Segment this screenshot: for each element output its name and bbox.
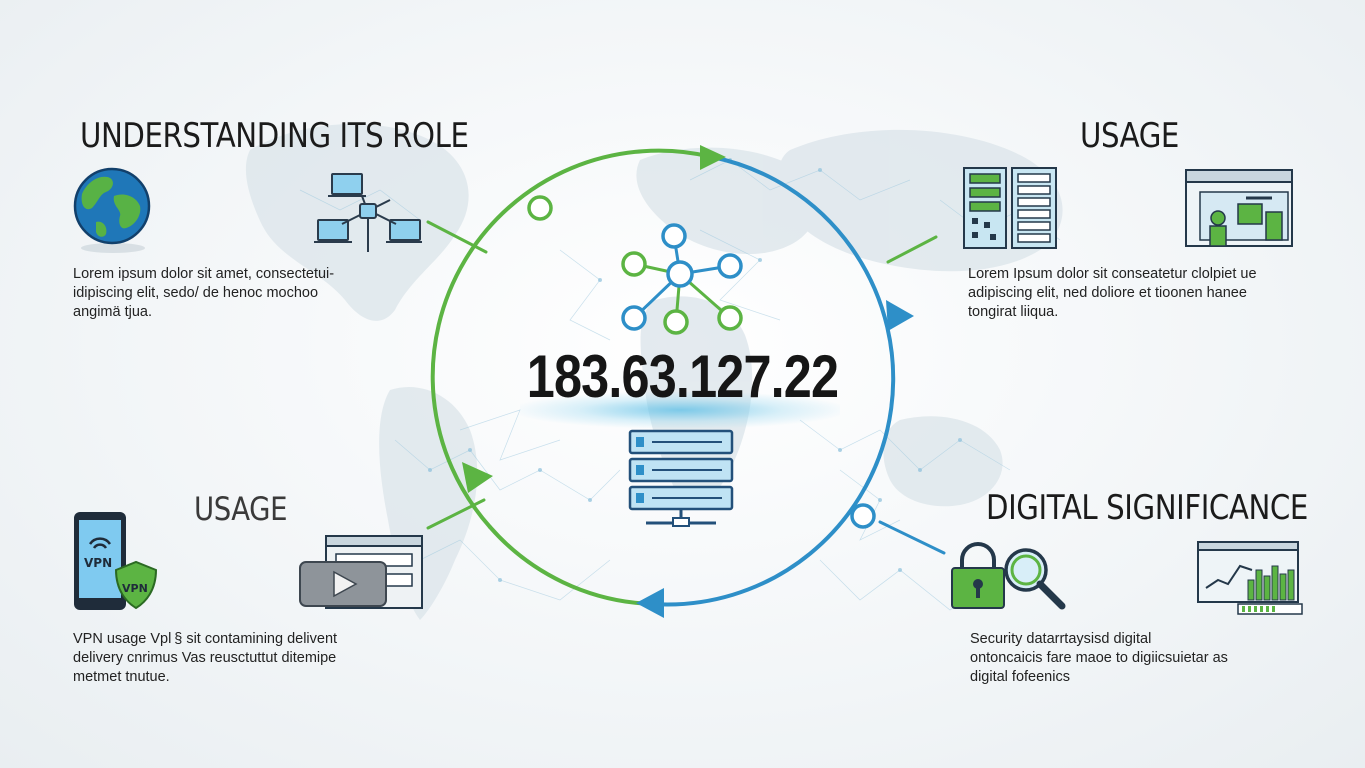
ring-node-blue-icon	[850, 503, 876, 529]
ring-node-green-icon	[527, 195, 553, 221]
section-heading: DIGITAL SIGNIFICANCE	[986, 488, 1308, 528]
ring-arc-green	[430, 148, 714, 529]
connector-top-left	[426, 220, 488, 254]
description-line: Lorem ipsum dolor sit amet, consectetui-	[73, 266, 335, 282]
vpn-shield-label: VPN	[122, 582, 148, 595]
description-line: delivery cnrimus Vas reusctuttut ditemip…	[73, 650, 337, 666]
description-line: adipiscing elit, ned doliore et tioonen …	[968, 285, 1247, 301]
description-line: Security datarrtaysisd digital	[970, 631, 1152, 647]
description-line: digital fofeenics	[970, 669, 1070, 685]
ring-arc-blue	[650, 155, 896, 607]
connector-bottom-right	[878, 520, 946, 555]
connector-top-right	[886, 235, 938, 264]
analytics-chart-icon	[1197, 541, 1303, 615]
description-line: metmet tnutue.	[73, 669, 170, 685]
network-mesh-nodes	[428, 158, 982, 582]
ip-address: 183.63.127.22	[526, 343, 839, 410]
section-heading: UNDERSTANDING ITS ROLE	[80, 116, 469, 156]
lock-magnifier-icon	[951, 542, 1066, 610]
arrow-green-top-icon	[700, 145, 726, 170]
description-line: angimä tjua.	[73, 304, 152, 320]
server-cabinets-icon	[963, 167, 1057, 249]
arrow-blue-right-icon	[886, 300, 914, 331]
network-hub-icon	[621, 223, 743, 335]
vpn-phone-icon: VPN VPN	[72, 510, 158, 614]
connector-bottom-left	[426, 498, 486, 530]
ip-address-glow	[520, 392, 840, 428]
arrow-green-left-icon	[462, 462, 493, 493]
description-line: tongirat liiqua.	[968, 304, 1059, 320]
section-description: Lorem ipsum dolor sit amet, consectetui-…	[73, 265, 373, 322]
arrow-blue-bottom-icon	[636, 588, 664, 618]
video-player-icon	[299, 535, 423, 609]
description-line: VPN usage Vpl § sit contamining delivent	[73, 631, 338, 647]
description-line: Lorem Ipsum dolor sit conseatetur clolpi…	[968, 266, 1257, 282]
description-line: idipiscing elit, sedo/ de henoc mochoo	[73, 285, 319, 301]
section-heading: USAGE	[194, 490, 288, 528]
server-rack-icon	[628, 429, 734, 527]
section-description: Security datarrtaysisd digital ontoncaic…	[970, 630, 1290, 687]
section-heading: USAGE	[1080, 116, 1179, 156]
browser-dashboard-icon	[1185, 169, 1293, 247]
section-description: Lorem Ipsum dolor sit conseatetur clolpi…	[968, 265, 1298, 322]
section-description: VPN usage Vpl § sit contamining delivent…	[73, 630, 393, 687]
globe-icon	[73, 167, 151, 253]
ring-arc-green-lower	[488, 525, 654, 606]
phone-shape	[74, 512, 158, 610]
description-line: ontoncaicis fare maoe to digiicsuietar a…	[970, 650, 1228, 666]
vpn-phone-label: VPN	[84, 556, 113, 570]
network-computers-icon	[314, 173, 422, 252]
